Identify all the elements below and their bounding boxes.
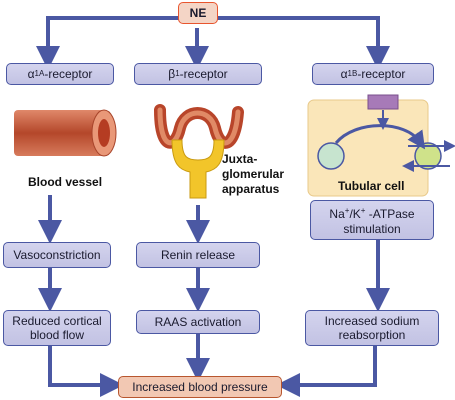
increased-sodium-box: Increased sodium reabsorption: [305, 310, 439, 346]
beta1-subscript: 1: [175, 69, 180, 78]
na-k-atpase-line1: Na+/K+ -ATPase: [329, 206, 415, 221]
jga-label-line1: Juxta-: [222, 152, 258, 166]
raas-activation-label: RAAS activation: [154, 315, 242, 329]
blood-vessel-illustration: [14, 109, 117, 157]
blood-vessel-label: Blood vessel: [28, 175, 103, 189]
tubular-cell-label: Tubular cell: [338, 179, 405, 193]
increased-blood-pressure-label: Increased blood pressure: [132, 380, 268, 394]
alpha1b-subscript: 1B: [347, 69, 358, 78]
renin-release-label: Renin release: [160, 248, 236, 262]
increased-sodium-line1: Increased sodium: [324, 314, 420, 328]
raas-activation-box: RAAS activation: [136, 310, 260, 334]
alpha1a-greek: α: [27, 67, 35, 81]
na-k-atpase-box: Na+/K+ -ATPase stimulation: [310, 200, 434, 240]
vasoconstriction-label: Vasoconstriction: [13, 248, 101, 262]
beta1-greek: β: [168, 67, 176, 81]
reduced-cortical-line2: blood flow: [29, 328, 85, 342]
increased-blood-pressure-box: Increased blood pressure: [118, 376, 282, 398]
alpha1a-subscript: 1A: [34, 69, 45, 78]
column-1-arrows: [38, 195, 124, 397]
column-3-arrows: [276, 240, 390, 397]
jga-label-line2: glomerular: [222, 167, 285, 181]
juxtaglomerular-illustration: [154, 104, 244, 199]
renin-release-box: Renin release: [136, 242, 260, 268]
tubular-cell-illustration: [307, 94, 455, 197]
alpha1a-suffix: -receptor: [44, 67, 93, 81]
alpha1b-suffix: -receptor: [357, 67, 406, 81]
vasoconstriction-box: Vasoconstriction: [3, 242, 111, 268]
na-k-atpase-line2: stimulation: [343, 222, 401, 236]
ne-node: NE: [178, 2, 218, 24]
ne-label: NE: [189, 6, 207, 20]
jga-label-line3: apparatus: [222, 182, 280, 196]
alpha1b-greek: α: [340, 67, 348, 81]
increased-sodium-line2: reabsorption: [338, 328, 406, 342]
reduced-cortical-flow-box: Reduced cortical blood flow: [3, 310, 111, 346]
jga-label: Juxta- glomerular apparatus: [222, 152, 284, 197]
ne-connector-lines: [36, 16, 390, 70]
reduced-cortical-line1: Reduced cortical: [12, 314, 102, 328]
beta1-suffix: -receptor: [179, 67, 228, 81]
